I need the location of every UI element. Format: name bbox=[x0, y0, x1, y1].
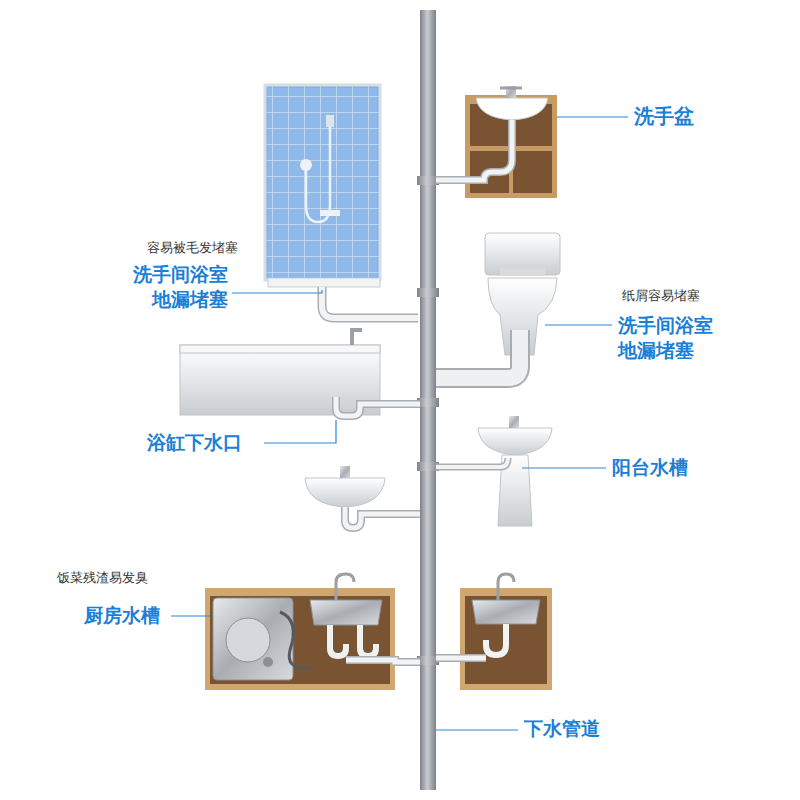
balcony-sink bbox=[436, 416, 552, 526]
art-part bbox=[180, 345, 380, 353]
shower bbox=[265, 85, 418, 318]
art-part bbox=[226, 618, 270, 662]
art-part bbox=[500, 87, 522, 90]
art-part bbox=[436, 729, 518, 730]
art-part bbox=[346, 660, 420, 662]
art-part bbox=[306, 120, 330, 222]
callout-label: 洗手盆 bbox=[634, 103, 694, 129]
art-part bbox=[417, 288, 439, 297]
art-part bbox=[476, 98, 548, 120]
toilet bbox=[436, 233, 560, 378]
art-part bbox=[436, 120, 512, 180]
art-part bbox=[436, 458, 508, 467]
art-part bbox=[268, 88, 377, 277]
art-part bbox=[436, 120, 512, 180]
art-part bbox=[436, 654, 486, 662]
art-part bbox=[336, 397, 420, 416]
art-part bbox=[486, 624, 506, 655]
art-part bbox=[268, 278, 380, 287]
art-part bbox=[326, 115, 334, 127]
callout-label: 浴缸下水口 bbox=[147, 430, 242, 455]
kitchen-cabinet-right bbox=[436, 574, 552, 690]
art-part bbox=[460, 588, 552, 690]
art-part bbox=[320, 210, 340, 216]
art-part bbox=[360, 625, 376, 656]
art-part bbox=[340, 466, 350, 478]
bathtub bbox=[180, 330, 420, 416]
art-part bbox=[336, 574, 354, 600]
art-part bbox=[522, 467, 606, 468]
art-part bbox=[322, 287, 418, 318]
art-part bbox=[472, 600, 540, 624]
callout-label: 洗手间浴室 地漏堵塞 bbox=[125, 262, 228, 311]
art-part bbox=[180, 345, 380, 415]
art-part bbox=[305, 478, 385, 507]
art-part bbox=[478, 428, 552, 455]
art-part bbox=[436, 330, 520, 378]
art-part bbox=[436, 656, 486, 661]
art-part bbox=[417, 398, 439, 407]
main-pipe bbox=[417, 10, 439, 790]
art-part bbox=[310, 600, 382, 625]
art-part bbox=[417, 176, 439, 185]
callout-label: 下水管道 bbox=[524, 716, 600, 741]
art-part bbox=[436, 330, 520, 378]
art-part bbox=[171, 615, 210, 616]
art-part bbox=[280, 612, 310, 668]
art-part bbox=[232, 290, 322, 293]
note-label: 纸屑容易堵塞 bbox=[622, 288, 700, 305]
kitchen-cabinet bbox=[205, 574, 420, 690]
art-part bbox=[264, 420, 336, 443]
note-label: 饭菜残渣易发臭 bbox=[57, 570, 148, 587]
art-part bbox=[210, 596, 390, 684]
art-part bbox=[345, 507, 420, 528]
art-part bbox=[352, 330, 362, 345]
art-part bbox=[509, 416, 519, 428]
art-part bbox=[513, 151, 552, 193]
art-part bbox=[336, 397, 420, 416]
art-part bbox=[345, 507, 420, 528]
note-label: 容易被毛发堵塞 bbox=[147, 240, 238, 257]
art-part bbox=[300, 159, 312, 171]
callout-label: 阳台水槽 bbox=[612, 455, 688, 480]
art-part bbox=[322, 287, 418, 318]
small-basin bbox=[305, 466, 420, 528]
art-part bbox=[263, 657, 273, 667]
art-part bbox=[436, 458, 508, 467]
leader-lines bbox=[171, 117, 628, 730]
art-part bbox=[213, 598, 293, 680]
art-part bbox=[417, 462, 439, 471]
art-part bbox=[557, 116, 628, 117]
art-part bbox=[465, 596, 547, 684]
art-part bbox=[498, 574, 514, 600]
art-part bbox=[265, 85, 380, 280]
callout-label: 洗手间浴室 地漏堵塞 bbox=[618, 313, 721, 362]
art-part bbox=[485, 233, 560, 275]
art-part bbox=[500, 268, 545, 276]
art-part bbox=[545, 324, 612, 325]
washbasin-cabinet bbox=[436, 86, 557, 198]
art-part bbox=[205, 588, 395, 690]
callout-label: 厨房水槽 bbox=[84, 603, 160, 628]
art-part bbox=[330, 625, 346, 656]
art-part bbox=[346, 660, 420, 662]
art-part bbox=[417, 656, 439, 665]
